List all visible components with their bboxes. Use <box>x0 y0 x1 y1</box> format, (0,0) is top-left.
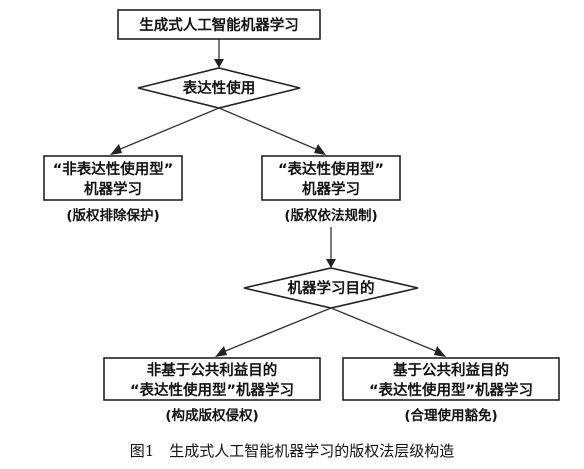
arrow-head-decision-2 <box>326 259 336 268</box>
node-bottom-right-line1: 基于公共利益目的 <box>392 361 509 379</box>
node-left-note: (版权排除保护) <box>66 207 159 224</box>
node-decision-2-label: 机器学习目的 <box>288 279 375 297</box>
figure-caption: 图1 生成式人工智能机器学习的版权法层级构造 <box>130 442 455 460</box>
node-bottom-left-note: (构成版权侵权) <box>165 407 258 424</box>
connector-decision-2-to-bottom-right <box>330 307 439 353</box>
node-bottom-right-line2: “表达性使用型”机器学习 <box>369 381 533 399</box>
connector-decision-1-to-left <box>117 107 220 151</box>
node-bottom-left-line2: “表达性使用型”机器学习 <box>130 381 294 399</box>
node-middle-line1: “表达性使用型” <box>278 160 384 178</box>
node-left-line2: 机器学习 <box>84 180 142 198</box>
node-bottom-left-line1: 非基于公共利益目的 <box>147 361 278 379</box>
connector-decision-2-to-bottom-left <box>222 307 332 353</box>
node-middle-box <box>261 155 401 201</box>
node-left-line1: “非表达性使用型” <box>53 160 174 178</box>
arrow-head-decision-1 <box>214 59 224 68</box>
node-middle-line2: 机器学习 <box>302 180 360 198</box>
node-top-label: 生成式人工智能机器学习 <box>139 16 299 34</box>
connector-decision-1-to-middle <box>218 107 319 151</box>
node-bottom-right-note: (合理使用豁免) <box>404 407 497 424</box>
node-top-box <box>117 9 321 40</box>
node-left-box <box>43 155 183 201</box>
arrow-head-middle <box>314 144 326 155</box>
arrow-head-left <box>110 144 122 155</box>
node-bottom-right-box <box>342 357 560 401</box>
arrow-head-bottom-left <box>215 346 227 357</box>
node-decision-1-label: 表达性使用 <box>183 79 256 97</box>
arrow-head-bottom-right <box>434 346 446 357</box>
node-middle-note: (版权依法规制) <box>284 207 377 224</box>
node-bottom-left-box <box>103 357 321 401</box>
